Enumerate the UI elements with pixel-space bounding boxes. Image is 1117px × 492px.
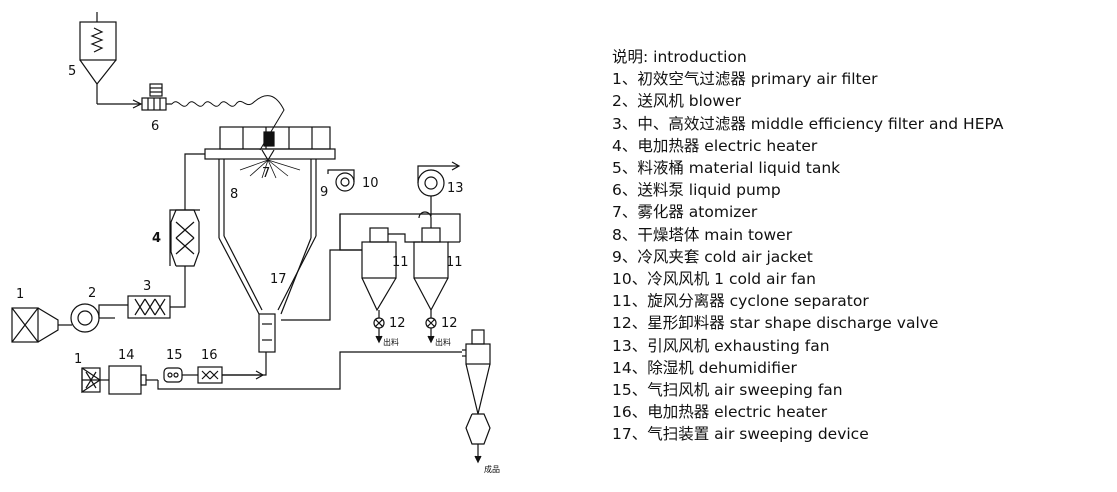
legend-item: 15、气扫风机 air sweeping fan: [612, 381, 843, 400]
legend: 说明: introduction 1、初效空气过滤器 primary air f…: [612, 46, 1112, 446]
label-11b: 11: [446, 255, 463, 270]
cyclone-separators: [281, 211, 461, 321]
label-6: 6: [151, 119, 159, 134]
label-11a: 11: [392, 255, 409, 270]
liquid-tank: [79, 12, 143, 109]
label-9: 9: [320, 185, 328, 200]
cold-air-fan: [327, 169, 355, 192]
legend-item: 8、干燥塔体 main tower: [612, 225, 793, 244]
label-17: 17: [270, 272, 287, 287]
legend-item: 16、电加热器 electric heater: [612, 403, 828, 422]
legend-item: 14、除湿机 dehumidifier: [612, 358, 797, 377]
legend-item: 10、冷风风机 1 cold air fan: [612, 270, 816, 289]
legend-item: 6、送料泵 liquid pump: [612, 181, 781, 200]
label-2: 2: [88, 286, 96, 301]
legend-item: 7、雾化器 atomizer: [612, 203, 758, 222]
spray-dryer-flow-diagram: 1 1 2 3 4 5 6 7 8 9 10 11 11 12 12 13 14…: [11, 12, 500, 474]
main-tower: [204, 148, 336, 353]
legend-item: 1、初效空气过滤器 primary air filter: [612, 70, 878, 89]
label-16: 16: [201, 348, 218, 363]
label-1b: 1: [74, 352, 82, 367]
outlet-label-a: 出料: [383, 337, 399, 347]
star-valves: [373, 317, 437, 344]
legend-item: 2、送风机 blower: [612, 92, 742, 111]
legend-item: 4、电加热器 electric heater: [612, 136, 818, 155]
label-3: 3: [143, 279, 151, 294]
label-1: 1: [16, 287, 24, 302]
legend-item: 11、旋风分离器 cyclone separator: [612, 292, 869, 311]
exhausting-fan: [417, 161, 461, 216]
atomizer: [219, 126, 331, 179]
supply-air-line: [11, 153, 205, 343]
product-label: 成品: [484, 464, 500, 474]
liquid-pump: [141, 83, 285, 151]
legend-item: 12、星形卸料器 star shape discharge valve: [612, 314, 939, 333]
label-4: 4: [152, 231, 161, 246]
outlet-label-b: 出料: [435, 337, 451, 347]
legend-item: 3、中、高效过滤器 middle efficiency filter and H…: [612, 114, 1004, 133]
label-8: 8: [230, 187, 238, 202]
air-sweep-line: [81, 352, 341, 395]
label-15: 15: [166, 348, 183, 363]
label-14: 14: [118, 348, 135, 363]
diagram-labels: 1 1 2 3 4 5 6 7 8 9 10 11 11 12 12 13 14…: [16, 64, 500, 474]
legend-item: 17、气扫装置 air sweeping device: [612, 425, 869, 444]
product-cyclone: [339, 329, 491, 464]
label-5: 5: [68, 64, 76, 79]
label-7: 7: [262, 166, 270, 181]
legend-item: 9、冷风夹套 cold air jacket: [612, 247, 813, 266]
legend-item: 5、料液桶 material liquid tank: [612, 159, 841, 178]
label-13: 13: [447, 181, 464, 196]
label-12a: 12: [389, 316, 406, 331]
label-12b: 12: [441, 316, 458, 331]
legend-item: 13、引风风机 exhausting fan: [612, 336, 830, 355]
label-10: 10: [362, 176, 379, 191]
legend-title: 说明: introduction: [612, 48, 747, 66]
